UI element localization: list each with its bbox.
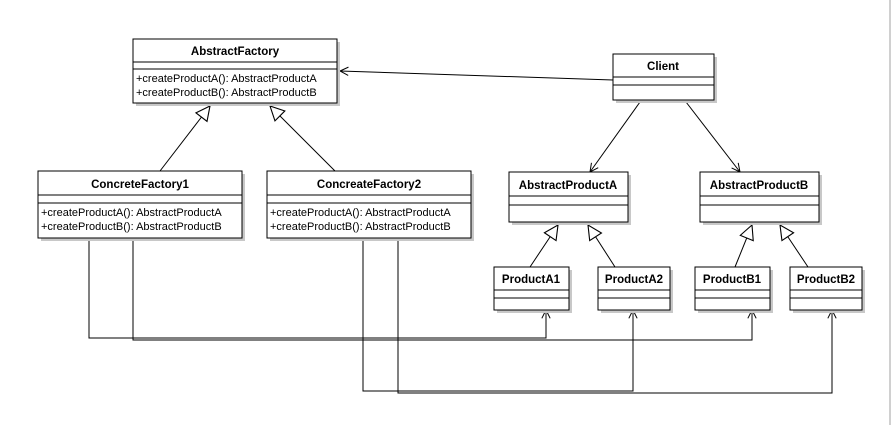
class-client[interactable]: Client [612,53,717,103]
operation: +createProductB(): AbstractProductB [136,87,317,99]
class-name: AbstractFactory [191,46,280,58]
class-abstractproducta[interactable]: AbstractProductA [508,171,631,225]
operation: +createProductA(): AbstractProductA [41,207,222,219]
class-concretefactory2[interactable]: ConcreateFactory2 +createProductA(): Abs… [266,170,474,241]
generalization-producta2 [588,225,616,268]
generalization-productb1 [734,225,752,268]
dependency-cf1-producta1 [88,240,546,339]
class-productb1[interactable]: ProductB1 [694,266,773,313]
generalization-concretefactory2 [270,106,336,172]
operation: +createProductA(): AbstractProductA [136,73,317,85]
class-concretefactory1[interactable]: ConcreteFactory1 +createProductA(): Abst… [37,170,245,241]
generalization-productb2 [780,225,809,268]
generalization-concretefactory1 [159,106,210,172]
class-abstractfactory[interactable]: AbstractFactory +createProductA(): Abstr… [132,38,340,106]
class-name: AbstractProductA [519,180,617,192]
class-name: ProductB2 [797,274,855,286]
class-name: ProductA1 [502,274,561,286]
class-name: ConcreteFactory1 [91,179,189,191]
class-name: AbstractProductB [710,180,808,192]
canvas-edge [889,0,891,425]
operation: +createProductA(): AbstractProductA [270,207,451,219]
class-name: Client [647,61,679,73]
dependency-cf2-productb2 [397,240,832,394]
class-abstractproductb[interactable]: AbstractProductB [699,171,822,225]
class-name: ProductA2 [605,274,663,286]
class-productb2[interactable]: ProductB2 [789,266,865,313]
operation: +createProductB(): AbstractProductB [41,221,222,233]
dependency-cf1-productb1 [132,240,752,341]
relationship-lines [88,71,832,394]
association-client-abstractproductb [685,101,740,172]
generalization-producta1 [529,225,558,268]
association-client-abstractproducta [590,101,641,172]
class-producta1[interactable]: ProductA1 [493,266,572,313]
operation: +createProductB(): AbstractProductB [270,221,451,233]
dependency-cf2-producta2 [362,240,633,392]
class-producta2[interactable]: ProductA2 [597,266,673,313]
class-name: ProductB1 [703,274,762,286]
association-client-abstractfactory [340,71,614,81]
class-name: ConcreateFactory2 [317,179,421,191]
